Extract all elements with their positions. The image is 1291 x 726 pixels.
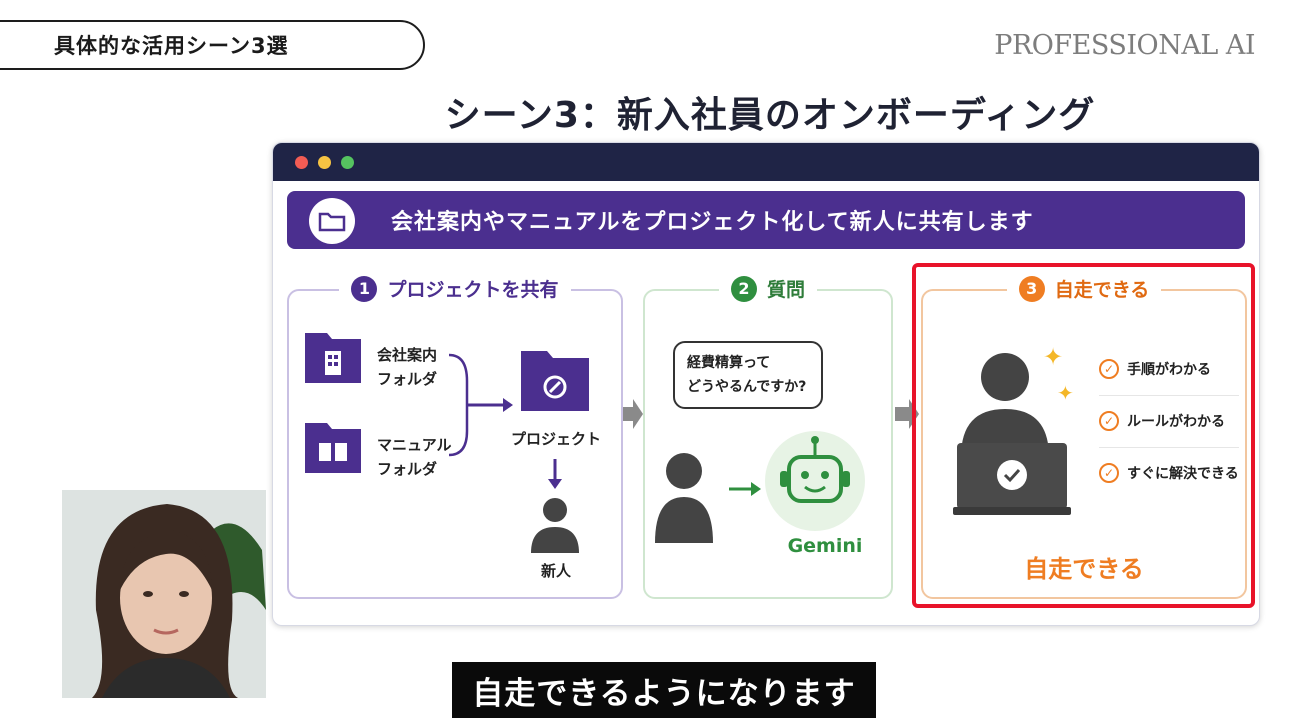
- check-item-label: すぐに解決できる: [1127, 466, 1239, 482]
- maximize-dot-icon: [341, 155, 354, 169]
- step-panel-self-sufficient: 3 自走できる ✦ ✦ ✓ 手順がわかる ✓ ルールがわかる ✓ すぐに解決できる 自走…: [921, 275, 1247, 599]
- step-panel-share: 1 プロジェクトを共有 会社案内 フォルダ マニュアル フォルダ プロジェクト 新…: [287, 275, 623, 599]
- down-arrow-icon: [548, 459, 562, 489]
- subtitle-caption: 自走できるようになります: [452, 662, 876, 718]
- person-icon: [655, 453, 713, 543]
- step-number: 2: [730, 275, 757, 302]
- step-title: 自走できる: [1054, 279, 1150, 301]
- project-label: プロジェクト: [511, 430, 602, 448]
- check-icon: ✓: [1099, 411, 1119, 431]
- close-dot-icon: [295, 155, 308, 169]
- robot-icon: [780, 436, 850, 503]
- newcomer-person-icon: [531, 498, 579, 553]
- folder-company-label: 会社案内 フォルダ: [377, 346, 438, 388]
- presenter-portrait: [62, 490, 266, 698]
- check-item: ✓ すぐに解決できる: [1099, 463, 1239, 483]
- folder-manual-label: マニュアル フォルダ: [377, 436, 452, 478]
- brand-logo: PROFESSIONAL AI: [994, 30, 1255, 61]
- check-item: ✓ 手順がわかる: [1099, 359, 1239, 379]
- check-item-label: 手順がわかる: [1127, 362, 1211, 378]
- person-laptop-icon: [953, 353, 1071, 515]
- presenter-video: [62, 490, 266, 698]
- check-item-label: ルールがわかる: [1127, 414, 1225, 430]
- bot-avatar: [765, 431, 865, 531]
- step-title: プロジェクトを共有: [387, 279, 559, 301]
- manual-folder-icon: [303, 419, 363, 479]
- section-label-text: 具体的な活用シーン3選: [54, 34, 289, 58]
- folder-icon: [309, 198, 355, 244]
- check-item: ✓ ルールがわかる: [1099, 411, 1239, 431]
- highlight-frame: [912, 263, 1255, 608]
- project-folder-icon: [519, 347, 591, 417]
- step-title: 質問: [766, 279, 805, 301]
- newcomer-label: 新人: [541, 562, 572, 580]
- minimize-dot-icon: [318, 155, 331, 169]
- question-bubble: 経費精算って どうやるんですか?: [673, 341, 823, 409]
- company-folder-icon: [303, 329, 363, 389]
- sparkle-icon: ✦: [1057, 381, 1074, 405]
- step-panel-question: 2 質問 経費精算って どうやるんですか? Gemini: [643, 275, 893, 599]
- step-number: 3: [1018, 275, 1045, 302]
- app-window: 会社案内やマニュアルをプロジェクト化して新人に共有します 1 プロジェクトを共有 …: [272, 142, 1260, 626]
- banner: 会社案内やマニュアルをプロジェクト化して新人に共有します: [287, 191, 1245, 249]
- check-icon: ✓: [1099, 359, 1119, 379]
- flow-arrow-icon: [623, 399, 643, 429]
- banner-text: 会社案内やマニュアルをプロジェクト化して新人に共有します: [391, 210, 1034, 235]
- check-icon: ✓: [1099, 463, 1119, 483]
- window-titlebar: [273, 143, 1259, 181]
- section-label: 具体的な活用シーン3選: [0, 20, 425, 70]
- divider: [1099, 395, 1239, 396]
- right-arrow-icon: [729, 482, 761, 496]
- bot-label: Gemini: [787, 535, 863, 557]
- divider: [1099, 447, 1239, 448]
- slide-title: シーン3：新入社員のオンボーディング: [444, 95, 1096, 136]
- step-number: 1: [351, 275, 378, 302]
- merge-arrow-icon: [448, 353, 513, 457]
- self-sufficient-footer: 自走できる: [1024, 555, 1144, 583]
- sparkle-icon: ✦: [1043, 343, 1064, 371]
